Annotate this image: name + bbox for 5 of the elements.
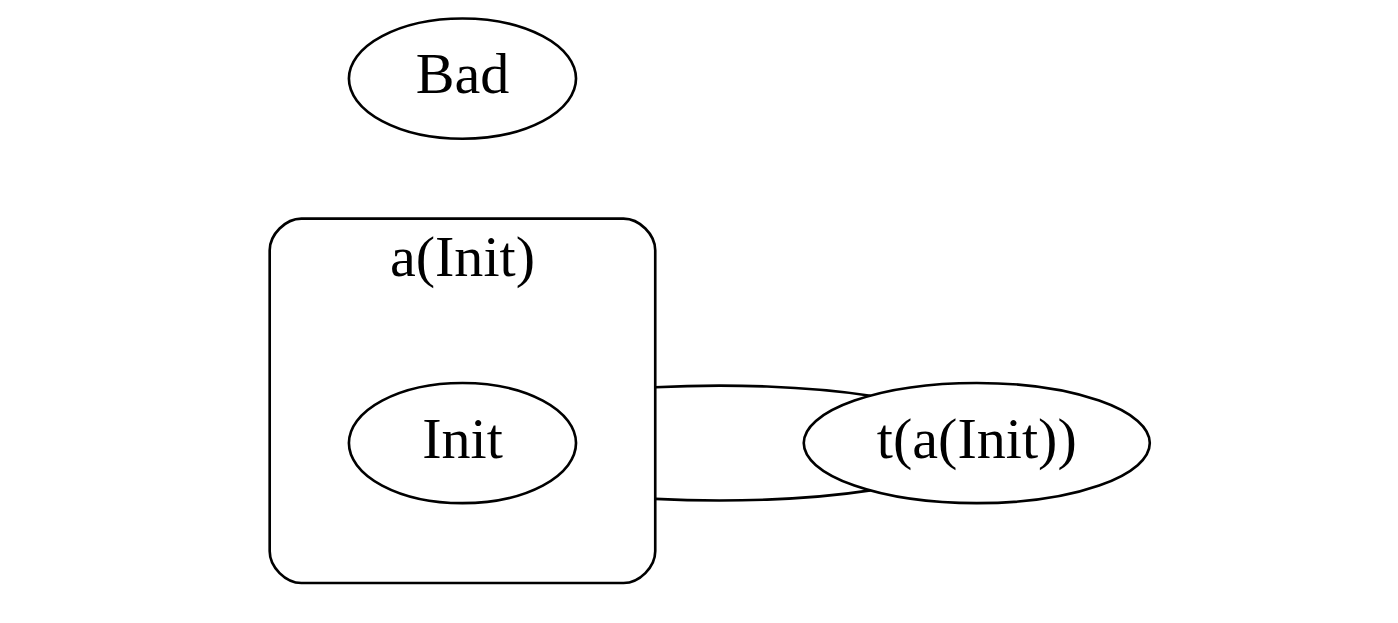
node-ellipse: Bad — [347, 17, 577, 141]
node-ellipse: t(a(Init)) — [801, 381, 1151, 505]
connector — [654, 384, 871, 398]
node-ellipse: Init — [347, 381, 577, 505]
connector — [654, 489, 871, 502]
